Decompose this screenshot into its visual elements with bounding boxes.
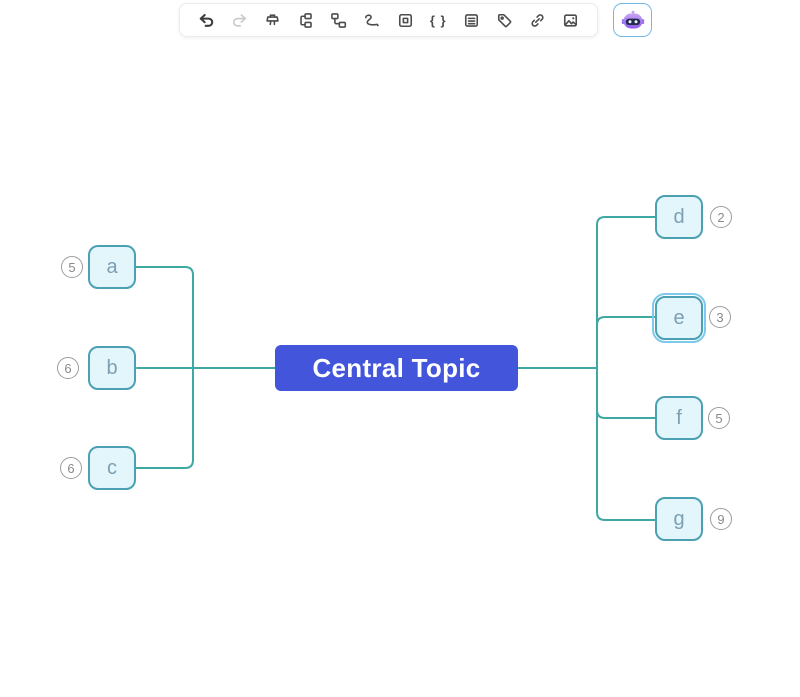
- insert-topic-icon: [331, 12, 347, 28]
- redo-icon: [232, 13, 246, 27]
- node-c-count-badge[interactable]: 6: [60, 457, 82, 479]
- node-g-label: g: [673, 507, 685, 530]
- outer-frame-button[interactable]: [392, 7, 418, 33]
- central-topic-label: Central Topic: [312, 352, 481, 383]
- node-d-label: d: [673, 205, 685, 228]
- node-e-count-badge[interactable]: 3: [709, 306, 731, 328]
- redo-button[interactable]: [226, 7, 252, 33]
- relation-line-button[interactable]: [359, 7, 385, 33]
- ai-assistant-button[interactable]: [613, 3, 652, 37]
- node-a-count-badge[interactable]: 5: [61, 256, 83, 278]
- tag-button[interactable]: [492, 7, 518, 33]
- outline-button[interactable]: [458, 7, 484, 33]
- toolbar: { }: [179, 3, 598, 37]
- outline-icon: [464, 13, 478, 27]
- summary-brace-icon: { }: [429, 12, 447, 28]
- node-a[interactable]: a: [88, 245, 136, 289]
- node-g-count-badge[interactable]: 9: [710, 508, 732, 530]
- ai-assistant-icon: [621, 10, 644, 28]
- node-b-label: b: [106, 356, 118, 379]
- insert-subtopic-icon: [300, 12, 312, 28]
- hyperlink-button[interactable]: [525, 7, 551, 33]
- tag-icon: [498, 13, 512, 27]
- insert-image-icon: [564, 13, 578, 27]
- node-b-count-badge[interactable]: 6: [57, 357, 79, 379]
- outer-frame-icon: [398, 13, 412, 27]
- node-a-label: a: [106, 255, 118, 278]
- node-d-count-badge[interactable]: 2: [710, 206, 732, 228]
- node-e-label: e: [673, 306, 685, 329]
- undo-button[interactable]: [193, 7, 219, 33]
- undo-icon: [199, 13, 213, 27]
- insert-topic-button[interactable]: [326, 7, 352, 33]
- node-f-count-badge[interactable]: 5: [708, 407, 730, 429]
- hyperlink-icon: [531, 13, 544, 27]
- insert-subtopic-button[interactable]: [293, 7, 319, 33]
- node-d[interactable]: d: [655, 195, 703, 239]
- node-c[interactable]: c: [88, 446, 136, 490]
- node-b[interactable]: b: [88, 346, 136, 390]
- format-painter-icon: [266, 13, 279, 25]
- insert-image-button[interactable]: [558, 7, 584, 33]
- node-c-label: c: [107, 456, 117, 479]
- node-g[interactable]: g: [655, 497, 703, 541]
- format-painter-button[interactable]: [259, 7, 285, 33]
- summary-brace-button[interactable]: { }: [425, 7, 451, 33]
- central-topic-node[interactable]: Central Topic: [275, 345, 518, 391]
- relation-line-icon: [365, 13, 380, 26]
- node-f-label: f: [676, 406, 682, 429]
- node-e[interactable]: e: [652, 293, 706, 343]
- node-f[interactable]: f: [655, 396, 703, 440]
